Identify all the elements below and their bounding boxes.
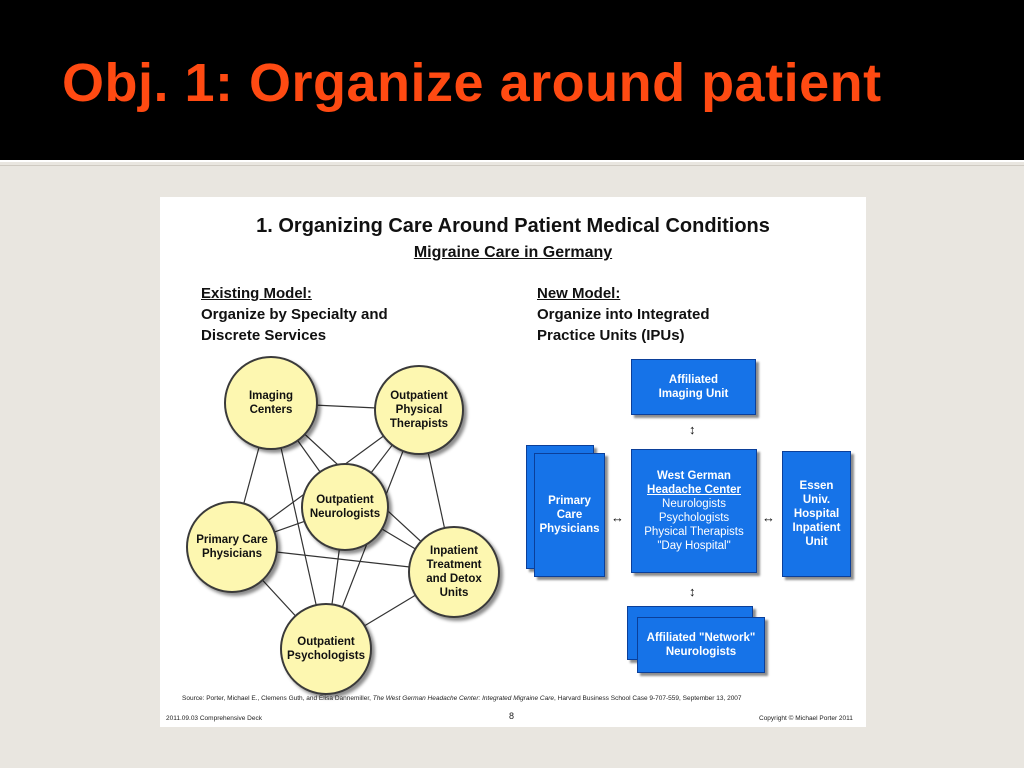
affiliated-imaging-line2: Imaging Unit (658, 388, 729, 400)
essen-line3: Hospital (793, 508, 840, 520)
header-divider-shadow (0, 165, 1024, 166)
primary-care-line3: Physicians (539, 523, 600, 535)
node-psych: Outpatient Psychologists (280, 603, 372, 695)
essen-line2: Univ. (802, 494, 831, 506)
source-citation: Source: Porter, Michael E., Clemens Guth… (182, 695, 742, 702)
header-divider (0, 160, 1024, 162)
primary-care-line1: Primary (548, 495, 591, 507)
center-line5: Physical Therapists (644, 526, 744, 538)
node-pcp: Primary Care Physicians (186, 501, 278, 593)
node-opt: Outpatient Physical Therapists (374, 365, 464, 455)
migraine-care-figure: 1. Organizing Care Around Patient Medica… (160, 197, 866, 727)
affiliated-imaging-unit-box: Affiliated Imaging Unit (631, 359, 756, 415)
source-prefix: Source: Porter, Michael E., Clemens Guth… (182, 695, 373, 702)
essen-hospital-box: Essen Univ. Hospital Inpatient Unit (782, 451, 851, 577)
node-imaging: Imaging Centers (224, 356, 318, 450)
footer-copyright: Copyright © Michael Porter 2011 (759, 715, 853, 722)
west-german-headache-center-box: West German Headache Center Neurologists… (631, 449, 757, 573)
figure-subtitle-text: Migraine Care in Germany (413, 244, 613, 261)
arrow-imaging-center: ↕ (689, 422, 696, 437)
center-line4: Psychologists (658, 512, 730, 524)
source-title: The West German Headache Center: Integra… (372, 695, 555, 702)
source-suffix: , Harvard Business School Case 9-707-559… (554, 695, 742, 702)
primary-care-line2: Care (556, 509, 583, 521)
arrow-center-network: ↕ (689, 584, 696, 599)
center-line2: Headache Center (647, 484, 741, 496)
node-inpatient: Inpatient Treatment and Detox Units (408, 526, 500, 618)
footer-deck: 2011.09.03 Comprehensive Deck (166, 715, 262, 722)
affiliated-imaging-line1: Affiliated (668, 374, 719, 386)
primary-care-physicians-box: Primary Care Physicians (534, 453, 605, 577)
network-line2: Neurologists (665, 646, 737, 658)
existing-model-line1: Organize by Specialty and (201, 306, 388, 323)
existing-model-heading: Existing Model: Organize by Specialty an… (201, 283, 388, 346)
footer-page-number: 8 (509, 711, 515, 721)
existing-model-label: Existing Model: (201, 285, 312, 302)
new-model-heading: New Model: Organize into Integrated Prac… (537, 283, 710, 346)
new-model-label: New Model: (537, 285, 621, 302)
center-line3: Neurologists (662, 498, 726, 510)
figure-subtitle: Migraine Care in Germany (160, 244, 866, 262)
figure-title: 1. Organizing Care Around Patient Medica… (256, 215, 770, 237)
new-model-line1: Organize into Integrated (537, 306, 710, 323)
center-line6: "Day Hospital" (657, 540, 731, 552)
existing-model-line2: Discrete Services (201, 327, 327, 344)
node-neuro: Outpatient Neurologists (301, 463, 389, 551)
arrow-center-essen: ↔ (762, 510, 775, 525)
slide-header: Obj. 1: Organize around patient (0, 0, 1024, 160)
slide-title: Obj. 1: Organize around patient (62, 53, 882, 113)
center-line1: West German (657, 470, 731, 482)
affiliated-network-neurologists-box: Affiliated "Network" Neurologists (637, 617, 765, 673)
new-model-line2: Practice Units (IPUs) (537, 327, 685, 344)
essen-line4: Inpatient (792, 522, 841, 534)
essen-line1: Essen (799, 480, 834, 492)
network-line1: Affiliated "Network" (646, 632, 756, 644)
essen-line5: Unit (805, 536, 828, 548)
arrow-primary-center: ↔ (611, 510, 624, 525)
